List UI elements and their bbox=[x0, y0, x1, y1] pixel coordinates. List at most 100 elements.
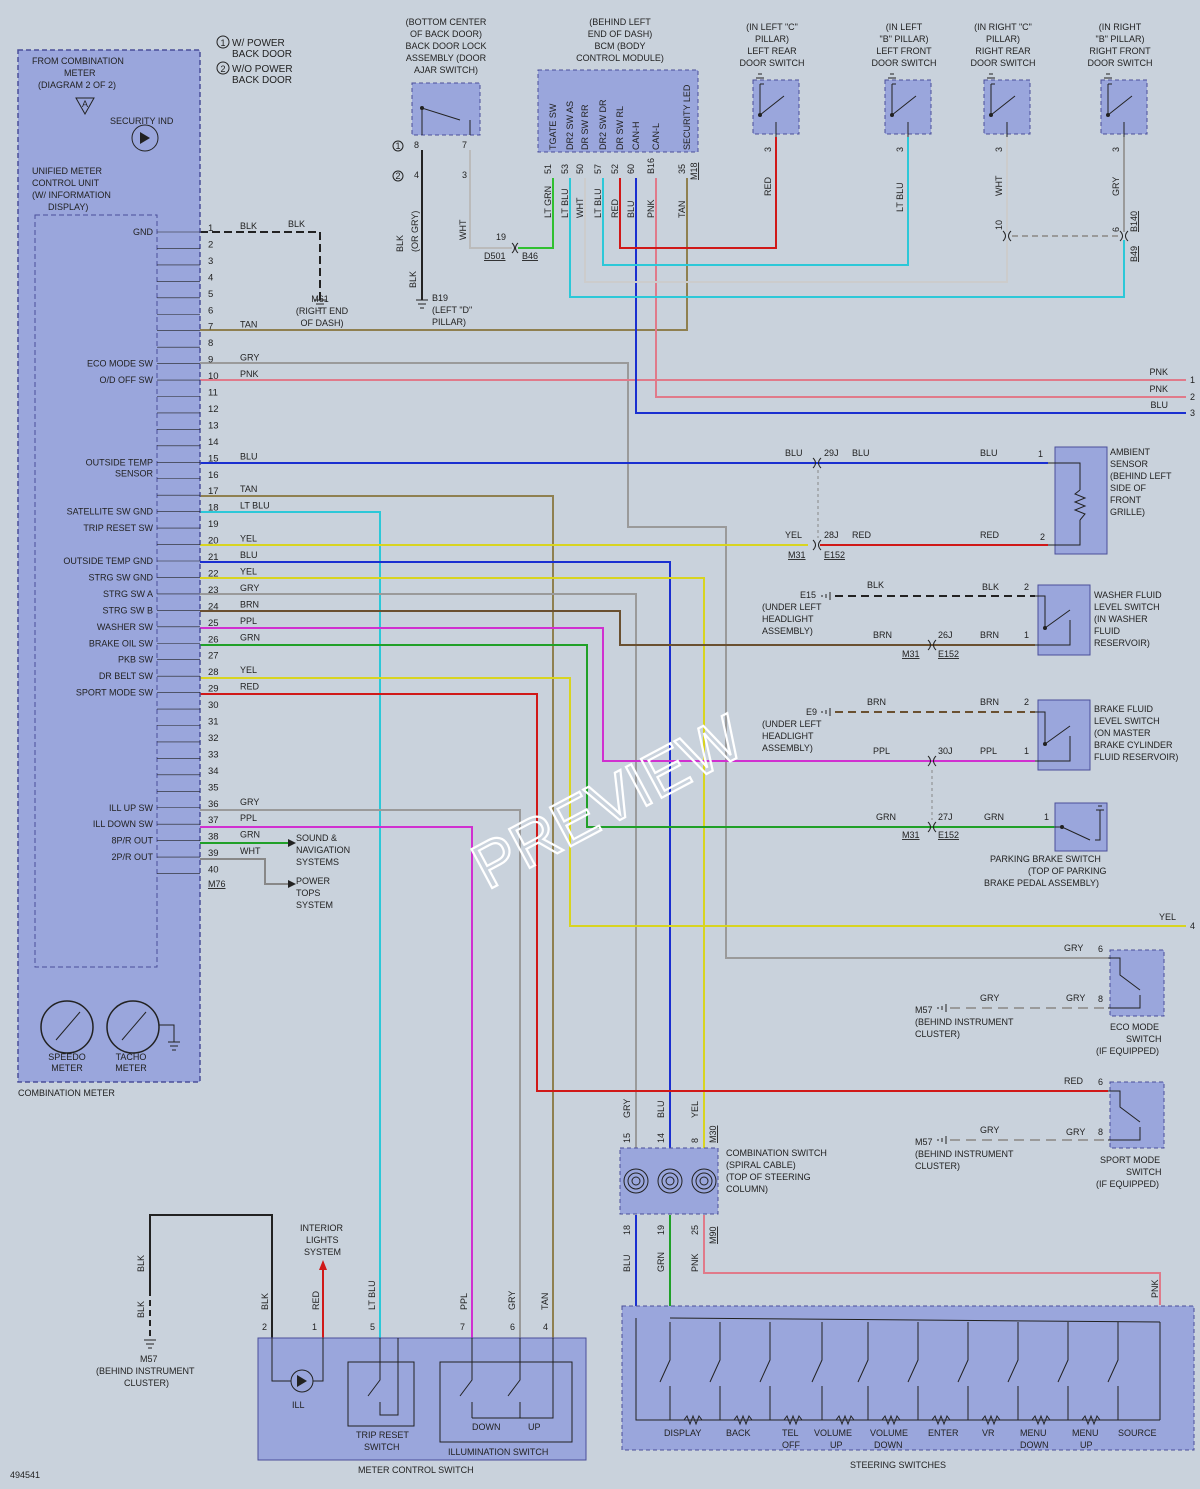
sport-ptop: 6 bbox=[1098, 1077, 1103, 1087]
washer-pgnd: 2 bbox=[1024, 582, 1029, 592]
trip-label-1: TRIP RESET bbox=[356, 1430, 409, 1440]
meter-pin-label: STRG SW B bbox=[102, 605, 153, 615]
wire-pnk-steer bbox=[703, 1215, 1161, 1305]
door-switch-title: LEFT FRONT bbox=[876, 46, 932, 56]
rightfront-conn-a: B140 bbox=[1129, 211, 1139, 232]
backdoor-title-4: ASSEMBLY (DOOR bbox=[406, 53, 487, 63]
combo-top-wire-blu: BLU bbox=[656, 1100, 666, 1118]
combo-top-pin-8: 8 bbox=[690, 1138, 700, 1143]
backdoor-conn-pin: 19 bbox=[496, 232, 506, 242]
door-switch-pin: 3 bbox=[994, 147, 1004, 152]
bcm-module: (BEHIND LEFT END OF DASH) BCM (BODY CONT… bbox=[537, 17, 699, 218]
washer-title-2: LEVEL SWITCH bbox=[1094, 602, 1160, 612]
m61-label-1: M61 bbox=[311, 294, 329, 304]
wire-ltgrn-tgate bbox=[518, 178, 554, 249]
bcm-pin-name: TGATE SW bbox=[548, 103, 558, 150]
bcm-pin-number: 57 bbox=[593, 164, 603, 174]
out1-num: 1 bbox=[1190, 375, 1195, 385]
washer-gnd-4: ASSEMBLY) bbox=[762, 626, 813, 636]
meter-pin-number: 39 bbox=[208, 848, 219, 859]
interior-3: SYSTEM bbox=[304, 1247, 341, 1257]
brake-gnd-1: E9 bbox=[806, 707, 817, 717]
door-switch-title: DOOR SWITCH bbox=[971, 58, 1036, 68]
parking-w2: GRN bbox=[984, 812, 1004, 822]
combo-top-pin-14: 14 bbox=[656, 1133, 666, 1143]
wire-tan-security bbox=[200, 178, 688, 331]
combo-top-wire-yel: YEL bbox=[690, 1101, 700, 1118]
brake-c1: 30J bbox=[938, 746, 953, 756]
spiral-cable-icon bbox=[623, 1168, 717, 1194]
combo-bot-pin-19: 19 bbox=[656, 1225, 666, 1235]
meter-pin-number: 38 bbox=[208, 832, 219, 843]
meter-wire-label: LT BLU bbox=[240, 501, 270, 511]
wire-grn-parking bbox=[200, 644, 1055, 828]
sport-gnd-3: CLUSTER) bbox=[915, 1161, 960, 1171]
steering-resistor-icon bbox=[1081, 1414, 1101, 1426]
washer-p1: 1 bbox=[1024, 630, 1029, 640]
power-tops-2: TOPS bbox=[296, 888, 320, 898]
meter-wire-label: BLU bbox=[240, 451, 258, 461]
sound-nav-1: SOUND & bbox=[296, 833, 337, 843]
washer-gnd-3: HEADLIGHT bbox=[762, 614, 814, 624]
meter-pin-label: BRAKE OIL SW bbox=[89, 638, 154, 648]
meter-pin-number: 25 bbox=[208, 618, 219, 629]
combo-bot-wire-grn: GRN bbox=[656, 1252, 666, 1272]
backdoor-wire-wht: WHT bbox=[458, 219, 468, 240]
brake-p1: 1 bbox=[1024, 746, 1029, 756]
legend-2-line1: W/O POWER bbox=[232, 64, 293, 75]
steering-resistor-icon bbox=[881, 1414, 901, 1426]
ill-label: ILL bbox=[292, 1400, 305, 1410]
brake-gnd-2: (UNDER LEFT bbox=[762, 719, 822, 729]
trip-label-2: SWITCH bbox=[364, 1442, 400, 1452]
ambient-conn-b: E152 bbox=[824, 550, 845, 560]
eco-wtop: GRY bbox=[1064, 943, 1083, 953]
brake-w1: PPL bbox=[873, 746, 890, 756]
mcs-wire-ppl: PPL bbox=[459, 1293, 469, 1310]
ambient-p2: 2 bbox=[1040, 532, 1045, 542]
brake-w2: PPL bbox=[980, 746, 997, 756]
meter-wire-label: TAN bbox=[240, 484, 257, 494]
door-switch-wire: GRY bbox=[1111, 177, 1121, 196]
meter-wire-label: BLU bbox=[240, 550, 258, 560]
combination-switch: COMBINATION SWITCH (SPIRAL CABLE) (TOP O… bbox=[619, 1099, 827, 1272]
meter-wire-label: WHT bbox=[240, 846, 261, 856]
washer-conn-b: E152 bbox=[938, 649, 959, 659]
steering-resistor-icon bbox=[783, 1414, 803, 1426]
meter-pin-label: SATELLITE SW GND bbox=[67, 507, 154, 517]
combo-bot-wire-pnk: PNK bbox=[690, 1253, 700, 1272]
meter-pin-number: 37 bbox=[208, 815, 219, 826]
meter-pin-label: PKB SW bbox=[118, 655, 154, 665]
bcm-pin-name: DR2 SW DR bbox=[598, 99, 608, 150]
meter-wire-label: YEL bbox=[240, 665, 257, 675]
steer-btn-menudown-1: MENU bbox=[1020, 1428, 1047, 1438]
ambient-title-2: SENSOR bbox=[1110, 459, 1149, 469]
wire-yel-out4 bbox=[200, 677, 1186, 927]
ground-m61: BLK M61 (RIGHT END OF DASH) bbox=[288, 219, 349, 328]
speedo-label-2: METER bbox=[51, 1063, 83, 1073]
ambient-title-3: (BEHIND LEFT bbox=[1110, 471, 1172, 481]
meter-pin-number: 26 bbox=[208, 634, 219, 645]
m61-label-2: (RIGHT END bbox=[296, 306, 349, 316]
combo-bot-wire-blu: BLU bbox=[622, 1254, 632, 1272]
brake-fluid-switch: BRAKE FLUID LEVEL SWITCH (ON MASTER BRAK… bbox=[762, 697, 1178, 771]
unit-label-3: (W/ INFORMATION bbox=[32, 190, 111, 200]
thermistor-icon bbox=[1073, 489, 1087, 521]
combo-title-1: COMBINATION SWITCH bbox=[726, 1148, 827, 1158]
door-switch-pin: 3 bbox=[895, 147, 905, 152]
eco-mode-switch: ECO MODE SWITCH (IF EQUIPPED) GRY 6 GRY … bbox=[915, 943, 1165, 1056]
wire-yel-combo bbox=[200, 577, 705, 1148]
meter-from-2: METER bbox=[64, 68, 96, 78]
door-switch-title: PILLAR) bbox=[986, 34, 1020, 44]
mcs-wire-blk: BLK bbox=[260, 1293, 270, 1310]
meter-pin-number: 6 bbox=[208, 305, 213, 316]
meter-from-3: (DIAGRAM 2 OF 2) bbox=[38, 80, 116, 90]
steering-label: STEERING SWITCHES bbox=[850, 1460, 946, 1470]
right-outputs: PNK 1 PNK 2 BLU 3 YEL 4 bbox=[1149, 367, 1195, 931]
steering-switch-contact bbox=[1107, 1322, 1119, 1420]
tacho-gauge-icon bbox=[106, 1000, 160, 1054]
parking-title-1: PARKING BRAKE SWITCH bbox=[990, 854, 1101, 864]
steer-btn-menuup-1: MENU bbox=[1072, 1428, 1099, 1438]
brake-title-5: FLUID RESERVOIR) bbox=[1094, 752, 1178, 762]
meter-connector: M76 bbox=[208, 879, 226, 889]
